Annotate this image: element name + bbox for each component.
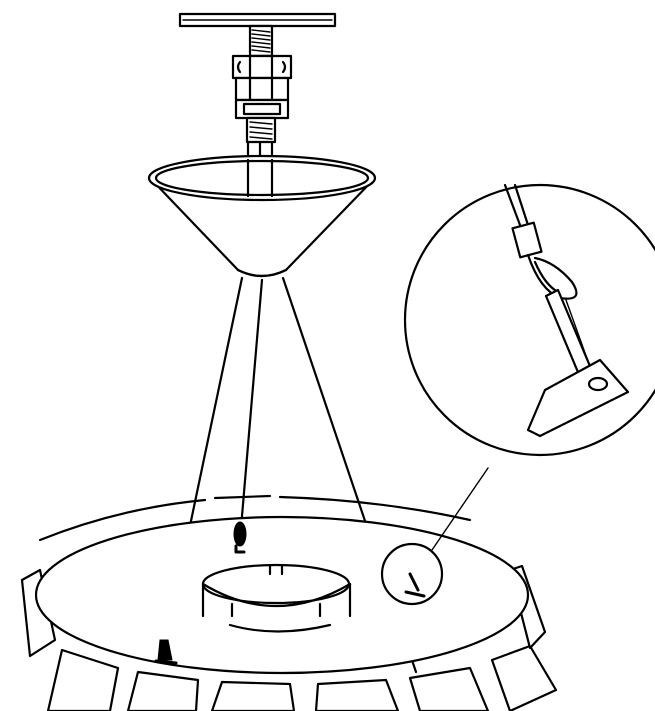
detail-ferrule <box>511 221 543 259</box>
ceiling-mount <box>178 12 337 28</box>
funnel-hood <box>147 154 377 278</box>
hook-left <box>154 639 178 665</box>
detail-callout <box>403 183 655 457</box>
rod-threads-lower <box>249 121 273 140</box>
detail-highlight-circle <box>380 542 444 606</box>
rod-threads-upper <box>251 29 271 53</box>
center-ring <box>201 563 352 633</box>
hook-center <box>233 521 247 554</box>
perimeter-panels <box>20 494 558 711</box>
threaded-rod-assembly <box>231 24 293 192</box>
hook-right <box>380 542 444 606</box>
callout-leader-line <box>431 467 489 551</box>
